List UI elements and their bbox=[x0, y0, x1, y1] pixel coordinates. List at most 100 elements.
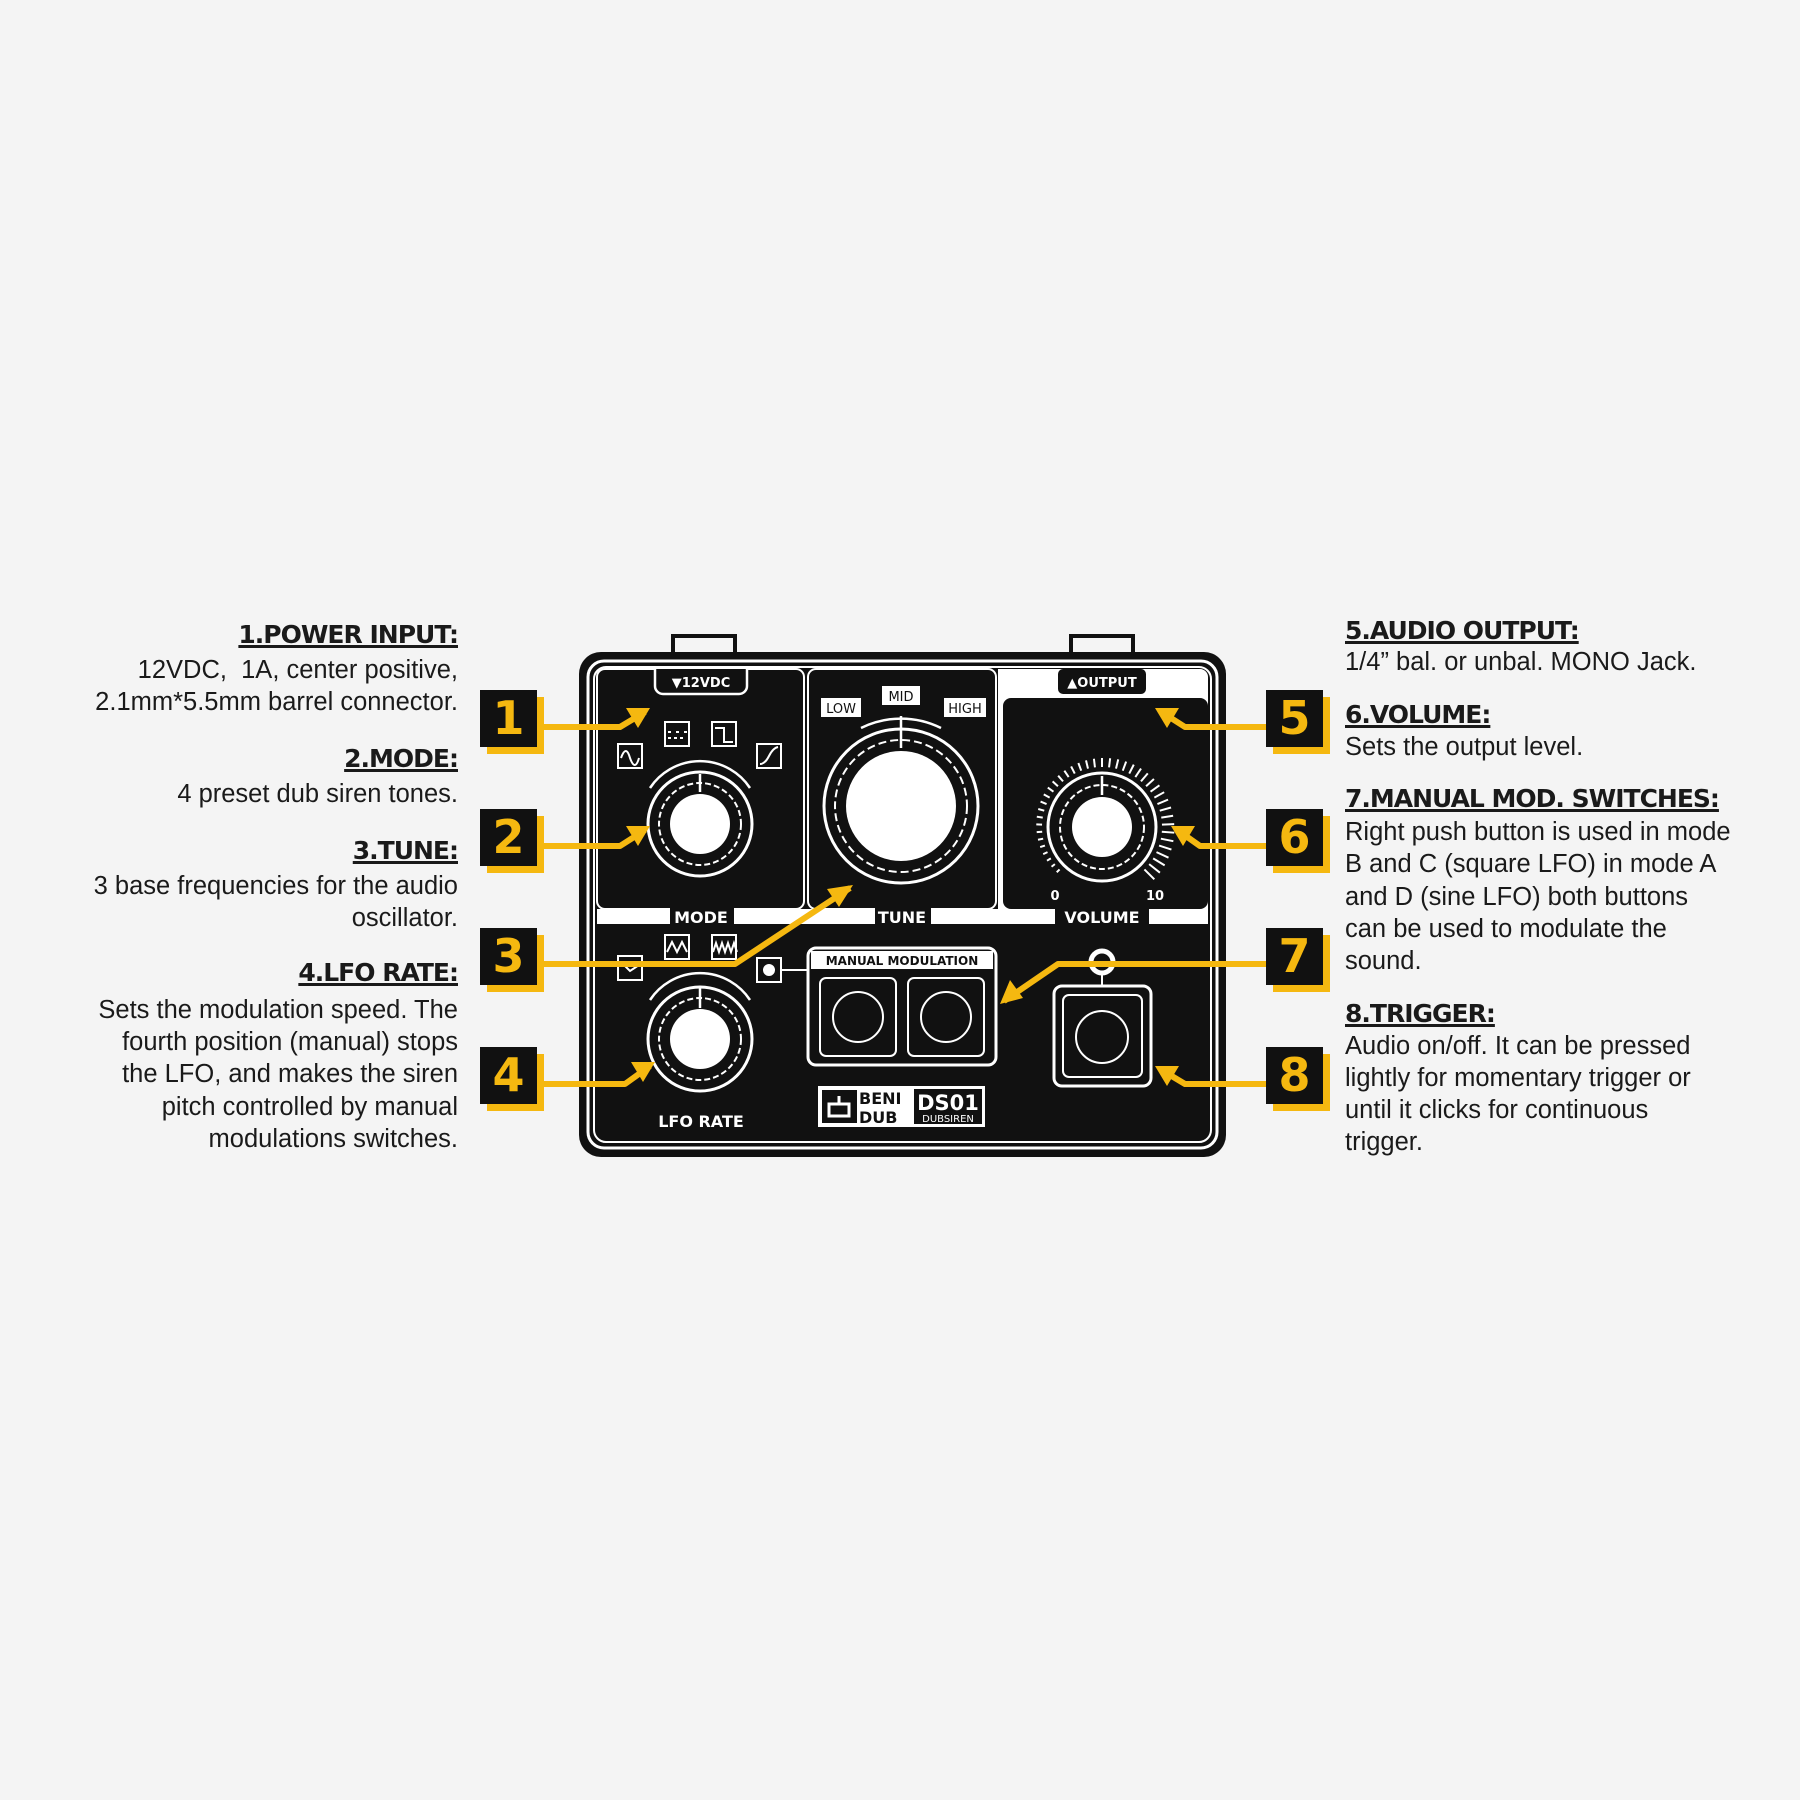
desc-lfo-5: modulations switches. bbox=[208, 1125, 458, 1153]
callout-number-3: 3 bbox=[480, 928, 537, 985]
desc-lfo-3: the LFO, and makes the siren bbox=[122, 1060, 458, 1088]
desc-audio-output-1: 1/4” bal. or unbal. MONO Jack. bbox=[1345, 648, 1697, 676]
manual-mod-right-button[interactable] bbox=[907, 977, 985, 1057]
volume-tick bbox=[1047, 786, 1055, 793]
desc-lfo-2: fourth position (manual) stops bbox=[122, 1028, 458, 1056]
tune-mid: MID bbox=[888, 690, 913, 705]
heading-volume: 6.VOLUME: bbox=[1345, 700, 1491, 729]
volume-tick bbox=[1157, 798, 1169, 805]
desc-mode-1: 4 preset dub siren tones. bbox=[177, 780, 458, 808]
desc-trigger-3: until it clicks for continuous bbox=[1345, 1096, 1649, 1124]
svg-text:DS01: DS01 bbox=[917, 1091, 979, 1115]
volume-tick bbox=[1134, 768, 1142, 778]
volume-tick bbox=[1158, 844, 1172, 851]
volume-tick bbox=[1040, 800, 1047, 805]
volume-tick bbox=[1140, 772, 1149, 783]
volume-tick bbox=[1143, 868, 1156, 881]
tune-knob[interactable] bbox=[822, 716, 980, 885]
ramp-wave-icon bbox=[756, 743, 782, 769]
desc-manual-mod-1: Right push button is used in mode bbox=[1345, 818, 1731, 846]
arrow-7 bbox=[1002, 961, 1266, 1004]
volume-tick bbox=[1039, 844, 1046, 849]
volume-tick bbox=[1042, 851, 1048, 856]
volume-tick bbox=[1148, 863, 1161, 874]
brand-logo: BENI DUB DS01 DUBSIREN bbox=[818, 1086, 985, 1127]
callout-number-2: 2 bbox=[480, 809, 537, 866]
heading-mode: 2.MODE: bbox=[344, 744, 459, 773]
volume-tick bbox=[1153, 791, 1165, 799]
tune-high: HIGH bbox=[948, 702, 981, 717]
volume-tick bbox=[1115, 759, 1120, 769]
heading-audio-output: 5.AUDIO OUTPUT: bbox=[1345, 616, 1580, 645]
callout-number-4: 4 bbox=[480, 1047, 537, 1104]
volume-tick bbox=[1145, 778, 1155, 788]
volume-tick bbox=[1063, 770, 1070, 778]
volume-tick bbox=[1161, 830, 1175, 834]
callout-number-8: 8 bbox=[1266, 1047, 1323, 1104]
output-tab-label: ▲OUTPUT bbox=[1067, 676, 1137, 691]
heading-power-input: 1.POWER INPUT: bbox=[238, 620, 459, 649]
volume-tick bbox=[1056, 868, 1061, 873]
volume-tick bbox=[1121, 761, 1128, 772]
volume-tick bbox=[1050, 863, 1056, 868]
manual-mod-left-button[interactable] bbox=[819, 977, 897, 1057]
callout-number-5: 5 bbox=[1266, 690, 1323, 747]
volume-tick bbox=[1108, 758, 1112, 768]
volume-tick bbox=[1051, 780, 1059, 788]
volume-tick bbox=[1128, 764, 1135, 774]
desc-manual-mod-4: can be used to modulate the bbox=[1345, 915, 1667, 943]
dotted-square-icon bbox=[664, 721, 690, 747]
desc-manual-mod-2: B and C (square LFO) in mode A bbox=[1345, 850, 1717, 878]
heading-tune: 3.TUNE: bbox=[352, 836, 459, 865]
desc-lfo-4: pitch controlled by manual bbox=[161, 1093, 458, 1121]
svg-text:DUBSIREN: DUBSIREN bbox=[922, 1114, 974, 1125]
triangle-fast-icon bbox=[711, 934, 738, 960]
trigger-footswitch[interactable] bbox=[1052, 984, 1153, 1088]
desc-trigger-2: lightly for momentary trigger or bbox=[1345, 1064, 1691, 1092]
desc-trigger-1: Audio on/off. It can be pressed bbox=[1345, 1032, 1691, 1060]
volume-tick bbox=[1156, 851, 1169, 859]
desc-power-input-2: 2.1mm*5.5mm barrel connector. bbox=[95, 688, 458, 716]
desc-tune-2: oscillator. bbox=[351, 904, 458, 932]
desc-tune-1: 3 base frequencies for the audio bbox=[93, 872, 458, 900]
callout-number-6: 6 bbox=[1266, 809, 1323, 866]
mode-knob[interactable] bbox=[646, 759, 754, 878]
volume-tick bbox=[1152, 857, 1166, 867]
volume-tick bbox=[1046, 857, 1052, 862]
volume-tick bbox=[1160, 837, 1174, 843]
power-tab-label: ▼12VDC bbox=[672, 676, 730, 691]
lfo-rate-knob[interactable] bbox=[646, 971, 754, 1093]
desc-volume-1: Sets the output level. bbox=[1345, 733, 1584, 761]
mode-label: MODE bbox=[674, 908, 728, 927]
volume-label: VOLUME bbox=[1064, 908, 1139, 927]
volume-tick bbox=[1085, 760, 1089, 769]
desc-lfo-1: Sets the modulation speed. The bbox=[98, 996, 458, 1024]
volume-scale bbox=[1036, 758, 1175, 881]
square-wave-icon bbox=[711, 721, 737, 747]
volume-tick bbox=[1043, 793, 1051, 799]
volume-tick bbox=[1070, 765, 1076, 774]
tune-low: LOW bbox=[826, 702, 856, 717]
volume-tick bbox=[1037, 808, 1045, 812]
volume-knob[interactable] bbox=[1046, 771, 1158, 883]
triangle-slow-icon bbox=[664, 934, 690, 960]
desc-manual-mod-3: and D (sine LFO) both buttons bbox=[1345, 883, 1689, 911]
svg-text:DUB: DUB bbox=[859, 1108, 897, 1127]
volume-tick bbox=[1077, 762, 1083, 772]
lfo-rate-label: LFO RATE bbox=[658, 1112, 744, 1131]
desc-manual-mod-5: sound. bbox=[1345, 947, 1422, 975]
svg-text:BENI: BENI bbox=[859, 1089, 901, 1108]
heading-trigger: 8.TRIGGER: bbox=[1345, 999, 1496, 1028]
volume-tick bbox=[1092, 758, 1096, 768]
volume-max: 10 bbox=[1146, 889, 1164, 904]
led-icon bbox=[756, 957, 808, 983]
arrow-3 bbox=[536, 885, 852, 967]
arrowheads bbox=[626, 708, 1195, 1086]
sine-wave-icon bbox=[617, 743, 643, 769]
callout-number-1: 1 bbox=[480, 690, 537, 747]
volume-tick bbox=[1149, 784, 1161, 793]
callout-number-7: 7 bbox=[1266, 928, 1323, 985]
volume-min: 0 bbox=[1050, 889, 1059, 904]
desc-trigger-4: trigger. bbox=[1345, 1128, 1423, 1156]
